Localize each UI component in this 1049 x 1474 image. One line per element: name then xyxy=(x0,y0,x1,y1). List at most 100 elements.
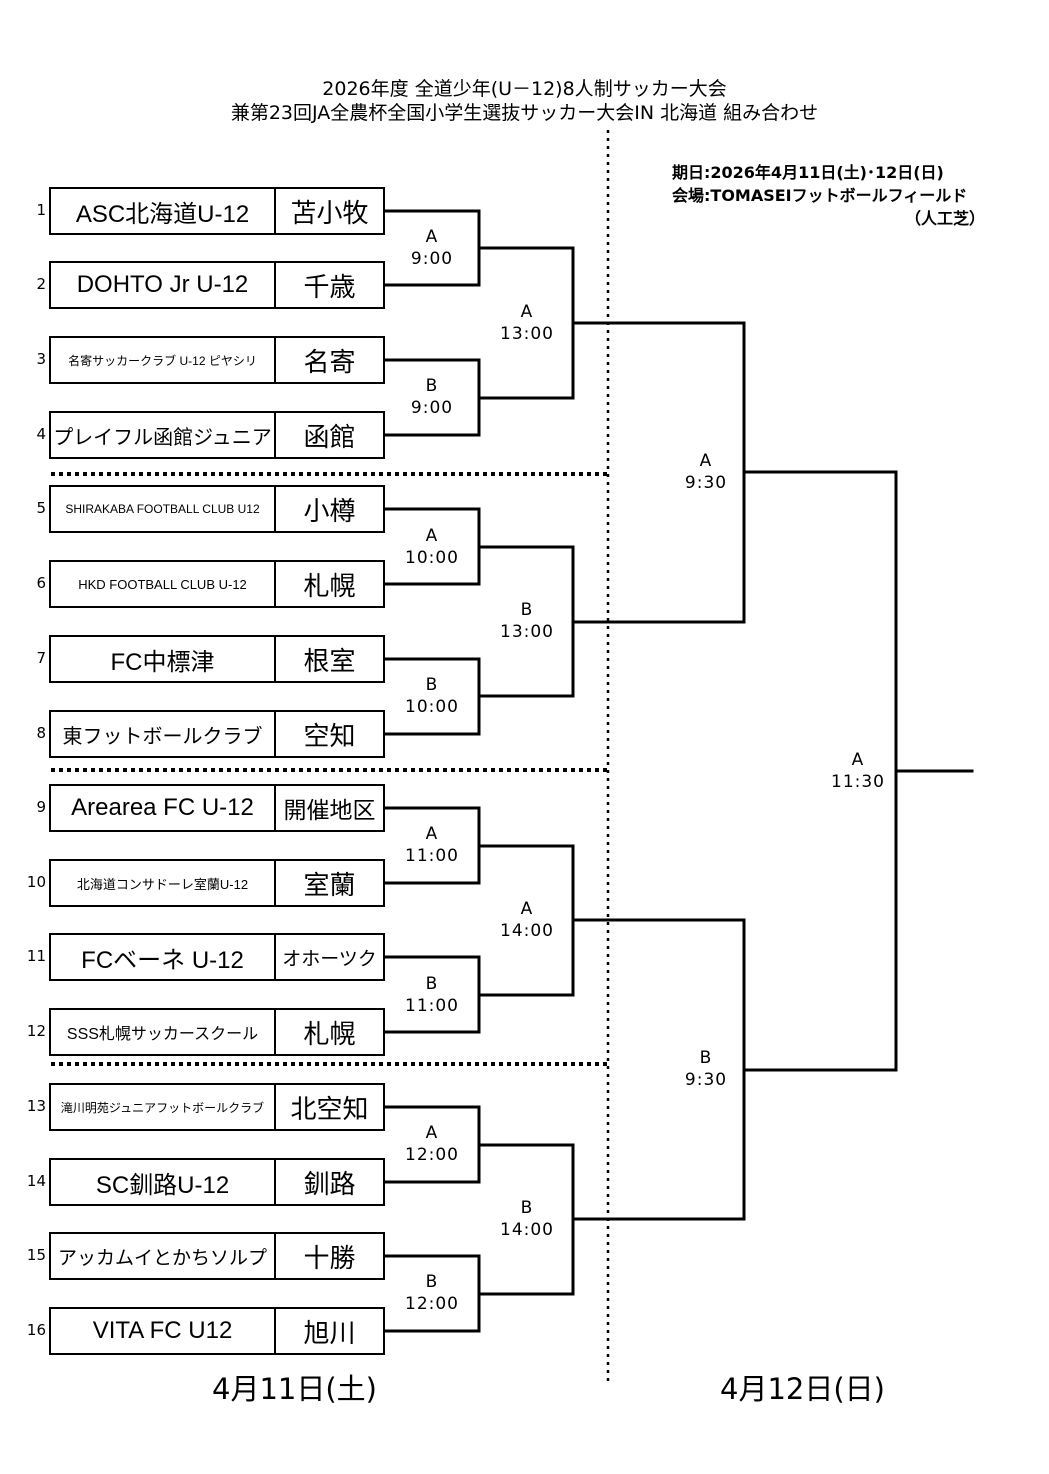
match-label-r1: A 9:00 xyxy=(372,226,492,270)
match-time: 10:00 xyxy=(405,697,459,717)
team-entry: 北海道コンサドーレ室蘭U-12 室蘭 xyxy=(49,859,385,907)
match-time: 11:00 xyxy=(405,846,459,866)
title-line-1: 2026年度 全道少年(U－12)8人制サッカー大会 xyxy=(322,78,727,100)
team-entry: 名寄サッカークラブ U-12 ピヤシリ 名寄 xyxy=(49,336,385,384)
match-court: A xyxy=(425,824,439,844)
seed-number: 2 xyxy=(36,275,46,293)
team-name: アッカムイとかちソルプ xyxy=(51,1234,276,1278)
match-label-r1: A 11:00 xyxy=(372,823,492,867)
match-time: 13:00 xyxy=(500,324,554,344)
match-time: 9:00 xyxy=(410,249,454,269)
team-region: 小樽 xyxy=(303,496,356,527)
team-entry: HKD FOOTBALL CLUB U-12 札幌 xyxy=(49,560,385,608)
team-name: ASC北海道U-12 xyxy=(51,189,276,233)
team-name: FC中標津 xyxy=(51,637,276,681)
team-entry: 東フットボールクラブ 空知 xyxy=(49,710,385,758)
team-name: VITA FC U12 xyxy=(51,1309,276,1353)
seed-number: 8 xyxy=(36,724,46,742)
team-entry: Arearea FC U-12 開催地区 xyxy=(49,784,385,832)
match-court: A xyxy=(425,227,439,247)
team-name: SC釧路U-12 xyxy=(51,1160,276,1204)
team-entry: SSS札幌サッカースクール 札幌 xyxy=(49,1008,385,1056)
seed-number: 9 xyxy=(36,798,46,816)
team-entry: FC中標津 根室 xyxy=(49,635,385,683)
team-name: Arearea FC U-12 xyxy=(51,786,276,830)
day2-date-label: 4月12日(日) xyxy=(720,1372,885,1406)
match-court: A xyxy=(520,899,534,919)
match-label-r1: B 12:00 xyxy=(372,1271,492,1315)
team-name: 東フットボールクラブ xyxy=(51,712,276,756)
match-court: A xyxy=(851,750,865,770)
seed-number: 6 xyxy=(36,574,46,592)
seed-number: 15 xyxy=(26,1246,46,1264)
match-time: 12:00 xyxy=(405,1294,459,1314)
team-name: SHIRAKABA FOOTBALL CLUB U12 xyxy=(51,487,276,531)
match-court: B xyxy=(425,675,439,695)
match-label-r2: A 14:00 xyxy=(467,898,587,942)
team-entry: FCベーネ U-12 オホーツク xyxy=(49,933,385,981)
match-label-sf: A 9:30 xyxy=(646,450,766,494)
team-region: 札幌 xyxy=(303,571,356,602)
match-time: 10:00 xyxy=(405,548,459,568)
team-entry: ASC北海道U-12 苫小牧 xyxy=(49,187,385,235)
team-region: 空知 xyxy=(303,721,356,752)
team-region: 開催地区 xyxy=(283,798,376,824)
team-name: 北海道コンサドーレ室蘭U-12 xyxy=(51,861,276,905)
seed-number: 14 xyxy=(26,1172,46,1190)
match-label-r1: B 10:00 xyxy=(372,674,492,718)
seed-number: 12 xyxy=(26,1022,46,1040)
match-time: 9:30 xyxy=(684,1070,728,1090)
match-time: 14:00 xyxy=(500,921,554,941)
team-entry: プレイフル函館ジュニア 函館 xyxy=(49,411,385,459)
match-court: B xyxy=(425,974,439,994)
match-label-r1: A 10:00 xyxy=(372,525,492,569)
team-entry: DOHTO Jr U-12 千歳 xyxy=(49,261,385,309)
team-region: 十勝 xyxy=(303,1243,356,1274)
match-time: 11:00 xyxy=(405,996,459,1016)
venue-note: （人工芝） xyxy=(905,209,986,228)
match-time: 9:00 xyxy=(410,398,454,418)
match-court: B xyxy=(520,600,534,620)
match-court: A xyxy=(699,451,713,471)
team-entry: アッカムイとかちソルプ 十勝 xyxy=(49,1232,385,1280)
match-label-final: A 11:30 xyxy=(798,749,918,793)
team-name: 名寄サッカークラブ U-12 ピヤシリ xyxy=(51,338,276,382)
team-region: 名寄 xyxy=(303,347,356,378)
match-court: B xyxy=(425,376,439,396)
team-region: オホーツク xyxy=(282,947,377,970)
seed-number: 13 xyxy=(26,1097,46,1115)
match-label-r2: B 14:00 xyxy=(467,1197,587,1241)
team-region: 札幌 xyxy=(303,1019,356,1050)
match-court: A xyxy=(425,526,439,546)
match-time: 9:30 xyxy=(684,473,728,493)
match-label-r1: B 9:00 xyxy=(372,375,492,419)
team-name: HKD FOOTBALL CLUB U-12 xyxy=(51,562,276,606)
seed-number: 16 xyxy=(26,1321,46,1339)
match-label-sf: B 9:30 xyxy=(646,1047,766,1091)
match-label-r2: A 13:00 xyxy=(467,301,587,345)
match-court: A xyxy=(425,1123,439,1143)
venue-info: 会場:TOMASEIフットボールフィールド xyxy=(672,186,968,205)
team-region: 釧路 xyxy=(303,1169,356,1200)
match-court: B xyxy=(699,1048,713,1068)
seed-number: 10 xyxy=(26,873,46,891)
match-time: 13:00 xyxy=(500,622,554,642)
schedule-info: 期日:2026年4月11日(土)･12日(日) xyxy=(672,163,944,182)
day1-date-label: 4月11日(土) xyxy=(212,1372,377,1406)
team-region: 旭川 xyxy=(303,1318,356,1349)
match-label-r1: B 11:00 xyxy=(372,973,492,1017)
team-region: 苫小牧 xyxy=(290,198,369,229)
team-region: 室蘭 xyxy=(303,870,356,901)
match-court: B xyxy=(520,1198,534,1218)
team-entry: SHIRAKABA FOOTBALL CLUB U12 小樽 xyxy=(49,485,385,533)
match-time: 11:30 xyxy=(831,772,885,792)
seed-number: 11 xyxy=(26,947,46,965)
team-name: SSS札幌サッカースクール xyxy=(51,1010,276,1054)
team-region: 千歳 xyxy=(303,272,356,303)
seed-number: 1 xyxy=(36,201,46,219)
title-line-2: 兼第23回JA全農杯全国小学生選抜サッカー大会IN 北海道 組み合わせ xyxy=(230,102,819,124)
team-name: プレイフル函館ジュニア xyxy=(51,413,276,457)
match-time: 12:00 xyxy=(405,1145,459,1165)
match-label-r2: B 13:00 xyxy=(467,599,587,643)
